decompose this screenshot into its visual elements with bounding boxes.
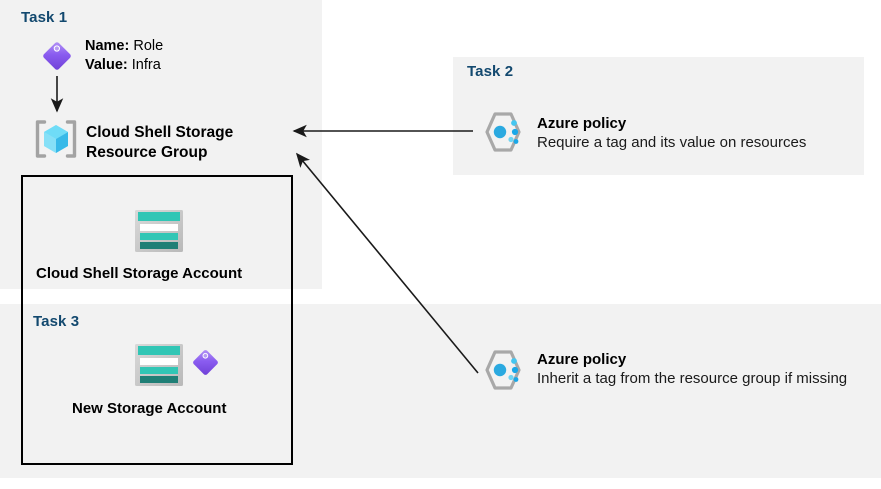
tag-value-value: Infra — [131, 57, 161, 73]
task3-label: Task 3 — [33, 313, 80, 330]
storage-accounts-container-box — [21, 175, 293, 465]
new-storage-account-caption: New Storage Account — [72, 400, 227, 417]
tag-icon — [42, 41, 72, 71]
azure-policy-icon — [481, 348, 527, 392]
tag-key-value-text: Name: Role Value: Infra — [85, 37, 163, 75]
resource-group-icon — [33, 118, 79, 160]
tag-name-key: Name: — [85, 38, 134, 54]
azure-policy-description: Require a tag and its value on resources — [537, 134, 807, 151]
azure-policy-description: Inherit a tag from the resource group if… — [537, 370, 848, 387]
tag-value-key: Value: — [85, 57, 132, 73]
azure-policy-title: Azure policy — [537, 115, 627, 132]
storage-account-icon — [133, 208, 185, 254]
resource-group-title: Cloud Shell Storage Resource Group — [86, 123, 233, 163]
task2-label: Task 2 — [467, 63, 514, 80]
resource-group-title-line2: Resource Group — [86, 144, 208, 161]
task1-label: Task 1 — [21, 9, 68, 26]
cloud-shell-storage-account-caption: Cloud Shell Storage Account — [36, 265, 243, 282]
azure-policy-require-tag-text: Azure policy Require a tag and its value… — [537, 114, 867, 153]
tag-icon — [192, 349, 219, 376]
azure-policy-title: Azure policy — [537, 351, 627, 368]
resource-group-title-line1: Cloud Shell Storage — [86, 124, 234, 141]
azure-policy-icon — [481, 110, 527, 154]
tag-name-value: Role — [133, 38, 164, 54]
panel-task2-background — [453, 57, 864, 175]
azure-policy-inherit-tag-text: Azure policy Inherit a tag from the reso… — [537, 350, 857, 389]
storage-account-icon — [133, 342, 185, 388]
